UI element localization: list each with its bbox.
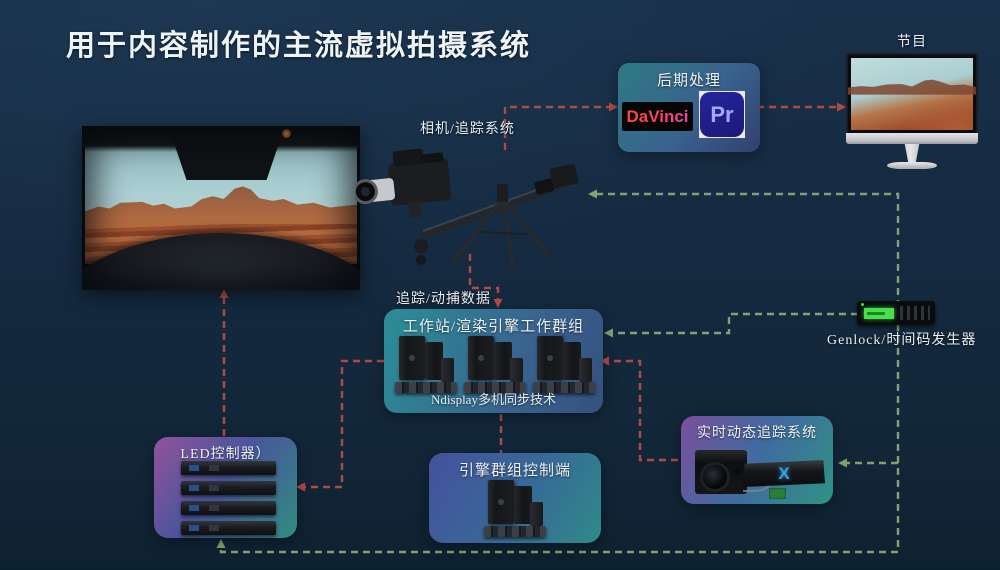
led-processor-icon: [181, 521, 276, 535]
label-camera-tracking-system: 相机/追踪系统: [420, 122, 515, 137]
connector-camera-to-post: [503, 102, 618, 150]
xbar-logo-text: X: [778, 463, 790, 483]
connector-genlock-to-tracking: [838, 458, 898, 468]
led-processor-icon: [181, 461, 276, 475]
connector-ledcontroller-to-ledwall: [219, 289, 229, 436]
label-tracking-mocap-data: 追踪/动捕数据: [396, 292, 491, 307]
connector-genlock-to-workstation: [604, 312, 858, 338]
monitor-stand-base: [887, 162, 937, 169]
davinci-resolve-logo: DaVinci: [622, 102, 693, 131]
led-wall-truss: [170, 134, 283, 180]
tracking-pcb: [769, 488, 786, 499]
genlock-power-led: [861, 303, 864, 306]
monitor-chin: [846, 133, 978, 144]
genlock-lcd: [864, 308, 894, 319]
led-controller-title: LED控制器）: [180, 447, 271, 462]
server-tower-icon: [533, 336, 595, 394]
tracking-xbar-device: X: [743, 460, 825, 487]
monitor-stand-neck: [904, 144, 920, 163]
post-production-title: 后期处理: [656, 73, 721, 89]
server-tower-icon: [464, 336, 526, 394]
connector-workstation-to-ledcontroller: [296, 359, 384, 492]
ndisplay-label: Ndisplay多机同步技术: [431, 392, 556, 407]
led-wall-lamp: [282, 129, 292, 138]
connector-camera-to-workstation: [468, 254, 503, 308]
led-wall-vignette: [82, 126, 360, 290]
realtime-tracking-box: 实时动态追踪系统 X: [681, 416, 833, 504]
premiere-logo-text: Pr: [710, 101, 734, 127]
workstation-title: 工作站/渲染引擎工作群组: [402, 319, 585, 335]
workstation-cluster-box: 工作站/渲染引擎工作群组 Ndisplay多机同步技术: [384, 309, 603, 413]
engine-control-box: 引擎群组控制端: [429, 453, 601, 543]
label-program: 节目: [897, 35, 927, 50]
led-wall-stage-photo: [82, 126, 360, 290]
server-tower-icon: [484, 480, 546, 538]
realtime-tracking-title: 实时动态追踪系统: [697, 426, 817, 441]
davinci-logo-text: DaVinci: [626, 106, 689, 126]
program-monitor: [846, 53, 978, 171]
tracking-camera-icon: [695, 450, 747, 494]
connector-tracking-to-workstation: [600, 356, 678, 462]
genlock-device: [857, 301, 935, 325]
connector-post-to-program: [757, 102, 846, 112]
led-processor-icon: [181, 481, 276, 495]
connector-genlock-trunk: [216, 189, 900, 554]
engine-control-title: 引擎群组控制端: [458, 463, 571, 479]
label-genlock: Genlock/时间码发生器: [827, 333, 977, 348]
camera-jib-rig: [355, 148, 579, 267]
tripod-icon: [449, 184, 553, 267]
cine-camera-icon: [355, 148, 452, 219]
monitor-screen: [846, 53, 978, 135]
page-title: 用于内容制作的主流虚拟拍摄系统: [66, 30, 532, 62]
server-tower-icon: [395, 336, 457, 394]
premiere-pro-logo: Pr: [699, 91, 745, 138]
led-processor-icon: [181, 501, 276, 515]
led-controller-box: LED控制器）: [154, 437, 297, 538]
genlock-buttons: [900, 306, 930, 320]
post-production-box: 后期处理 DaVinci Pr: [618, 63, 760, 152]
